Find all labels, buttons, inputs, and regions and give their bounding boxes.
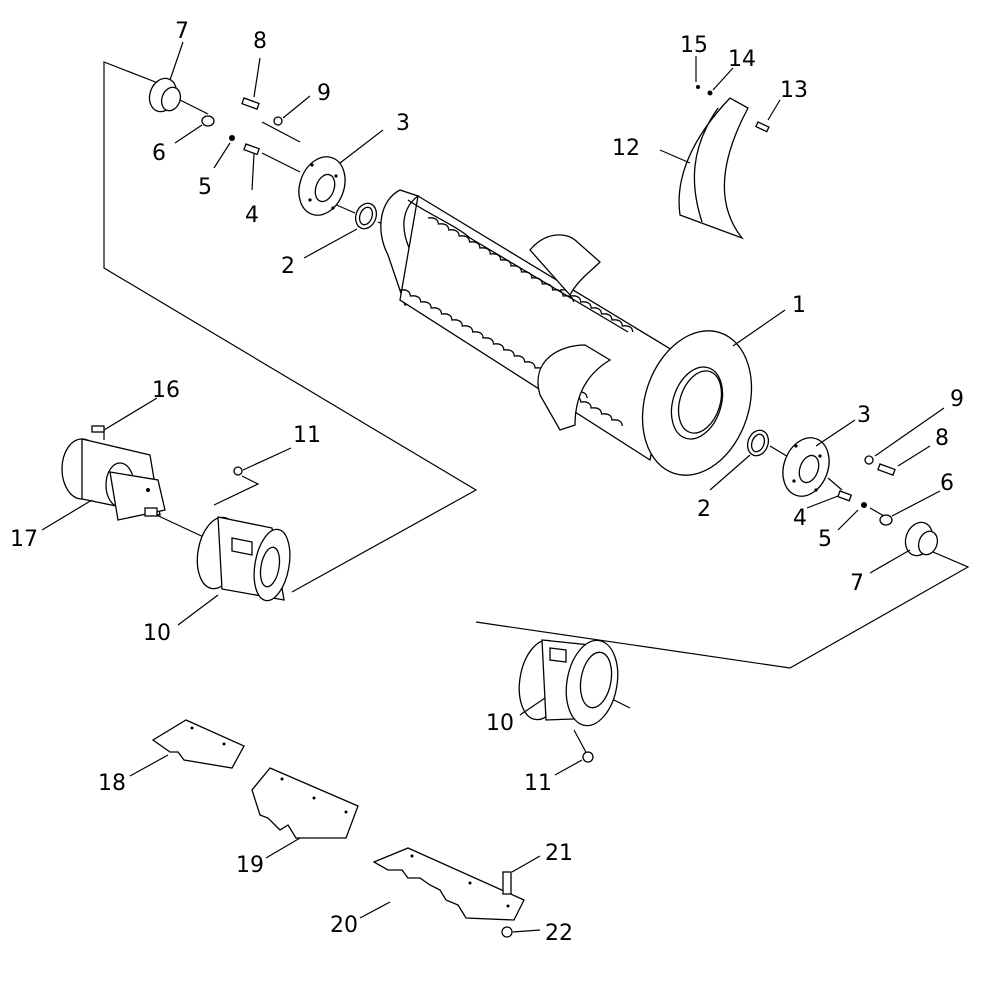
callout-14: 14 (728, 47, 756, 72)
plate-18 (151, 719, 245, 769)
callout-20: 20 (330, 913, 358, 938)
o-ring-lower-inner (750, 433, 766, 453)
callout-17: 17 (10, 527, 38, 552)
callout-12: 12 (612, 136, 640, 161)
callout-2-upper: 2 (281, 254, 295, 279)
flange-lower (782, 437, 830, 497)
callout-8-lower: 8 (935, 426, 949, 451)
callout-16: 16 (152, 378, 180, 403)
callout-3-upper: 3 (396, 111, 410, 136)
callout-2-lower: 2 (697, 497, 711, 522)
callout-10-left: 10 (143, 621, 171, 646)
callout-5-upper: 5 (198, 175, 212, 200)
callout-15: 15 (680, 33, 708, 58)
callout-18: 18 (98, 771, 126, 796)
o-ring-lower (746, 429, 770, 457)
plate-bolts (190, 726, 513, 938)
callout-21: 21 (545, 841, 573, 866)
flange-upper (298, 156, 346, 216)
callout-4-lower: 4 (793, 506, 807, 531)
housing-right (518, 639, 619, 727)
callout-6-lower: 6 (940, 471, 954, 496)
hardware-small (91, 97, 896, 763)
callout-11-left: 11 (293, 423, 321, 448)
callout-numbers: 7 8 9 3 6 5 4 2 15 14 13 12 1 16 11 17 1… (10, 19, 964, 946)
o-ring-upper (354, 202, 378, 230)
callout-11-right: 11 (524, 771, 552, 796)
callout-19: 19 (236, 853, 264, 878)
callout-5-lower: 5 (818, 527, 832, 552)
pulley-lower (904, 521, 939, 557)
o-ring-upper-inner (358, 206, 374, 226)
pulley-upper (148, 77, 182, 113)
callout-1: 1 (792, 293, 806, 318)
housing-left (196, 516, 291, 602)
callout-7-lower: 7 (850, 571, 864, 596)
callout-4-upper: 4 (245, 203, 259, 228)
plate-20 (372, 847, 525, 921)
callout-3-lower: 3 (857, 403, 871, 428)
plate-19 (251, 767, 359, 839)
drum-rotor (380, 189, 753, 476)
callout-22: 22 (545, 921, 573, 946)
callout-9-lower: 9 (950, 387, 964, 412)
callout-7-upper: 7 (175, 19, 189, 44)
callout-6-upper: 6 (152, 141, 166, 166)
callout-9-upper: 9 (317, 81, 331, 106)
leader-lines (41, 41, 945, 933)
callout-13: 13 (780, 78, 808, 103)
curved-shield (678, 85, 770, 240)
callout-8-upper: 8 (253, 29, 267, 54)
callout-10-right: 10 (486, 711, 514, 736)
hydraulic-motor (61, 438, 166, 521)
